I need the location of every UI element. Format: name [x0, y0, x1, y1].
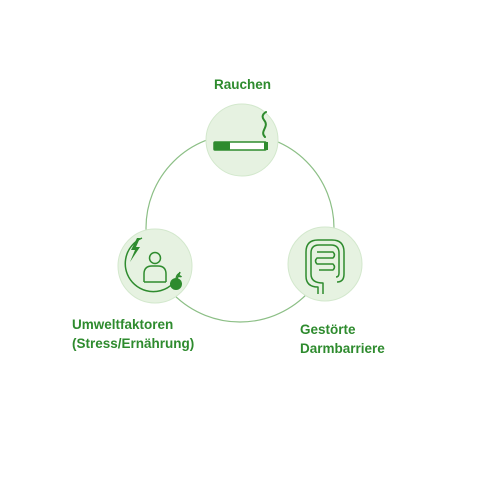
label-darmbarriere-line1: Gestörte [300, 322, 356, 337]
node-rauchen [205, 103, 279, 177]
label-rauchen-text: Rauchen [213, 77, 271, 92]
cigarette-icon [213, 111, 268, 151]
label-darmbarriere: Gestörte Darmbarriere [300, 320, 385, 358]
label-umweltfaktoren: Umweltfaktoren (Stress/Ernährung) [72, 315, 194, 353]
label-umweltfaktoren-line1: Umweltfaktoren [72, 317, 174, 332]
person-stress-apple-icon [124, 237, 182, 293]
label-rauchen: Rauchen [180, 75, 305, 94]
lightning-icon [130, 238, 140, 262]
node-umweltfaktoren [117, 228, 193, 304]
node-darmbarriere [287, 226, 363, 302]
apple-icon [170, 272, 182, 290]
person-icon [148, 251, 162, 265]
label-umweltfaktoren-line2: (Stress/Ernährung) [72, 336, 195, 351]
label-darmbarriere-line2: Darmbarriere [300, 341, 385, 356]
intestine-icon [305, 239, 345, 294]
node-rauchen-circle [205, 103, 279, 177]
